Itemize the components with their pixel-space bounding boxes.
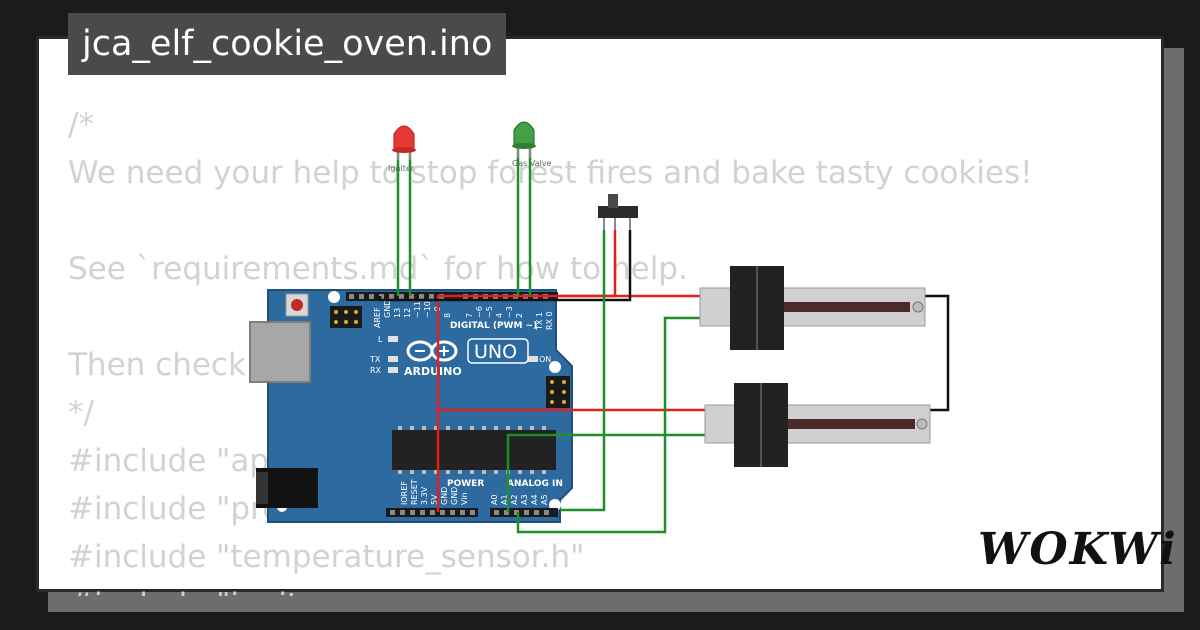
- code-line: #include "temperature_sensor.h": [68, 539, 585, 575]
- pin-label: 12: [403, 308, 412, 318]
- gas-valve-led[interactable]: Gas Valve: [512, 121, 552, 168]
- pin-label: 3.3V: [420, 486, 429, 505]
- pin-label: ~11: [413, 301, 422, 318]
- digital-header-label: DIGITAL (PWM ~): [450, 321, 537, 331]
- on-led-label: ON: [539, 355, 551, 364]
- code-line: /*: [68, 107, 94, 143]
- pin-label: A5: [540, 494, 549, 505]
- project-card[interactable]: [36, 36, 1164, 592]
- pin-label: ~3: [505, 306, 514, 318]
- igniter-label: Igniter: [388, 164, 415, 173]
- analog-header-label: ANALOG IN: [507, 479, 563, 489]
- pin-label: Vin: [460, 492, 469, 505]
- board-model-label: UNO: [474, 341, 517, 363]
- pin-label: 8: [443, 313, 452, 318]
- code-line: */: [68, 395, 94, 431]
- pin-label: 13: [393, 308, 402, 318]
- code-line: Then check: [68, 347, 246, 383]
- wokwi-logo: WOKWi: [978, 524, 1178, 575]
- pin-label: 2: [515, 313, 524, 318]
- gas-valve-label: Gas Valve: [512, 159, 552, 168]
- slide-switch[interactable]: [598, 194, 638, 230]
- atmega-chip: [392, 430, 556, 470]
- pin-label: A4: [530, 494, 539, 505]
- slide-potentiometer-1[interactable]: [699, 266, 926, 350]
- pin-label: ~6: [475, 306, 484, 318]
- arduino-uno-board[interactable]: AREF GND 13 12 ~11 ~10 ~9 8 7 ~6 ~5 4 ~3…: [249, 289, 573, 523]
- pin-label: TX 1: [535, 312, 544, 331]
- arduino-logo-icon: [406, 340, 458, 362]
- pin-label: A0: [490, 494, 499, 505]
- slide-potentiometer-2[interactable]: [704, 383, 931, 467]
- pin-label: ~5: [485, 306, 494, 318]
- pin-label: RESET: [410, 479, 419, 505]
- igniter-led[interactable]: Igniter: [388, 125, 416, 173]
- pin-label: 4: [495, 313, 504, 318]
- pin-label: 5V: [430, 494, 439, 505]
- rx-led-label: RX: [370, 366, 382, 375]
- pin-label: AREF: [373, 307, 382, 328]
- l-led-label: L: [378, 335, 383, 344]
- pin-label: GND: [440, 487, 449, 505]
- arduino-wordmark: ARDUINO: [404, 365, 462, 378]
- code-line: #include "pro: [68, 491, 282, 527]
- pin-label: IOREF: [400, 481, 409, 505]
- power-header-label: POWER: [447, 479, 484, 489]
- pin-label: RX 0: [545, 311, 554, 330]
- project-filename[interactable]: jca_elf_cookie_oven.ino: [68, 13, 507, 75]
- code-preview: /* We need your help to stop forest fire…: [68, 101, 1158, 596]
- tx-led-label: TX: [369, 355, 381, 364]
- pin-label: GND: [450, 487, 459, 505]
- code-line: See `requirements.md` for how to help.: [68, 251, 688, 287]
- usb-port: [249, 321, 311, 383]
- pin-label: A2: [510, 494, 519, 505]
- code-line: We need your help to stop forest fires a…: [68, 155, 1033, 191]
- pin-label: A1: [500, 494, 509, 505]
- pin-label: ~10: [423, 301, 432, 318]
- pin-label: 7: [465, 313, 474, 318]
- pin-label: A3: [520, 494, 529, 505]
- code-line: #include "ignit: [68, 581, 1158, 596]
- pin-label: GND: [383, 300, 392, 318]
